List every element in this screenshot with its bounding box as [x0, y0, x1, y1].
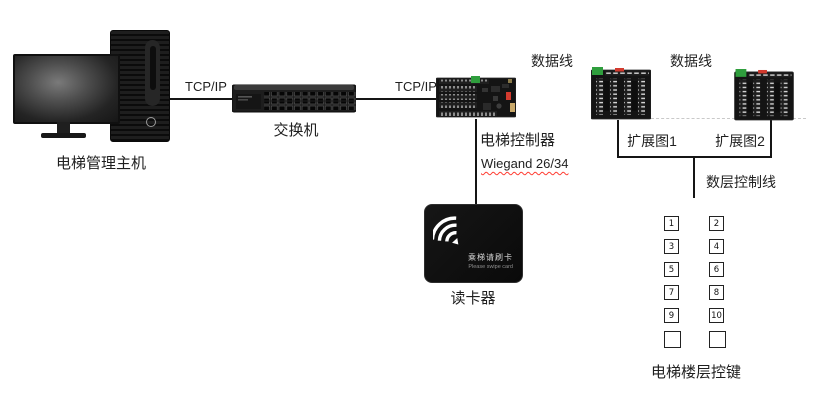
expansion-board-2-image	[734, 69, 794, 121]
expansion1-label: 扩展图1	[627, 133, 677, 149]
switch-label: 交换机	[273, 122, 319, 139]
switch-image	[232, 84, 356, 113]
floor-button-5: 5	[664, 262, 679, 277]
floor-button-8: 8	[709, 285, 724, 300]
card-reader-text: 乘梯请刷卡 Please swipe card	[468, 253, 513, 271]
floor-button-grid: 1 2 3 4 5 6 7 8 9 10	[664, 216, 726, 348]
expansion-board-1-image	[591, 67, 651, 120]
floor-button-blank-2	[709, 331, 726, 348]
tcpip-label-1: TCP/IP	[185, 79, 227, 94]
floor-button-3: 3	[664, 239, 679, 254]
floor-button-9: 9	[664, 308, 679, 323]
card-reader-text-en: Please swipe card	[468, 263, 513, 270]
expansion1-green-connector	[592, 67, 603, 75]
line-floor-control-drop	[693, 156, 695, 198]
floor-button-1: 1	[664, 216, 679, 231]
expansion2-label: 扩展图2	[715, 133, 765, 149]
floor-button-4: 4	[709, 239, 724, 254]
controller-tan-part	[510, 103, 515, 112]
switch-port-row-bottom	[264, 101, 356, 110]
line-controller-reader	[475, 119, 477, 205]
expansion2-green-connector	[735, 69, 747, 77]
line-expansion2-drop	[770, 120, 772, 157]
floor-panel-label: 电梯楼层控键	[650, 364, 741, 381]
line-expansion1-drop	[617, 120, 619, 157]
tower-front-panel	[145, 40, 160, 106]
floor-control-line-label: 数层控制线	[706, 174, 776, 190]
wifi-dot	[452, 238, 459, 245]
host-monitor-image	[13, 54, 120, 124]
card-reader-image: 乘梯请刷卡 Please swipe card	[424, 204, 523, 283]
floor-button-6: 6	[709, 262, 724, 277]
controller-label: 电梯控制器	[480, 132, 556, 149]
controller-red-led	[506, 92, 511, 100]
wiegand-label: Wiegand 26/34	[481, 156, 569, 171]
tower-drive-slot	[150, 46, 156, 90]
card-reader-text-cn: 乘梯请刷卡	[468, 252, 513, 262]
host-label: 电梯管理主机	[55, 155, 146, 172]
monitor-base	[41, 133, 86, 138]
floor-button-7: 7	[664, 285, 679, 300]
reader-label: 读卡器	[450, 290, 496, 307]
monitor-stand	[57, 122, 70, 134]
controller-board-image	[436, 76, 516, 118]
switch-port-row-top	[264, 92, 356, 101]
controller-green-connector	[471, 76, 480, 83]
line-switch-controller	[356, 98, 436, 100]
floor-button-10: 10	[709, 308, 724, 323]
tcpip-label-2: TCP/IP	[395, 79, 437, 94]
floor-button-2: 2	[709, 216, 724, 231]
data-line-label-2: 数据线	[670, 53, 712, 69]
tower-logo	[146, 117, 156, 127]
wifi-icon	[433, 216, 459, 245]
dashed-data-line	[651, 118, 806, 119]
host-tower-image	[110, 30, 170, 142]
floor-button-blank-1	[664, 331, 681, 348]
data-line-label-1: 数据线	[531, 53, 573, 69]
line-host-switch	[168, 98, 232, 100]
